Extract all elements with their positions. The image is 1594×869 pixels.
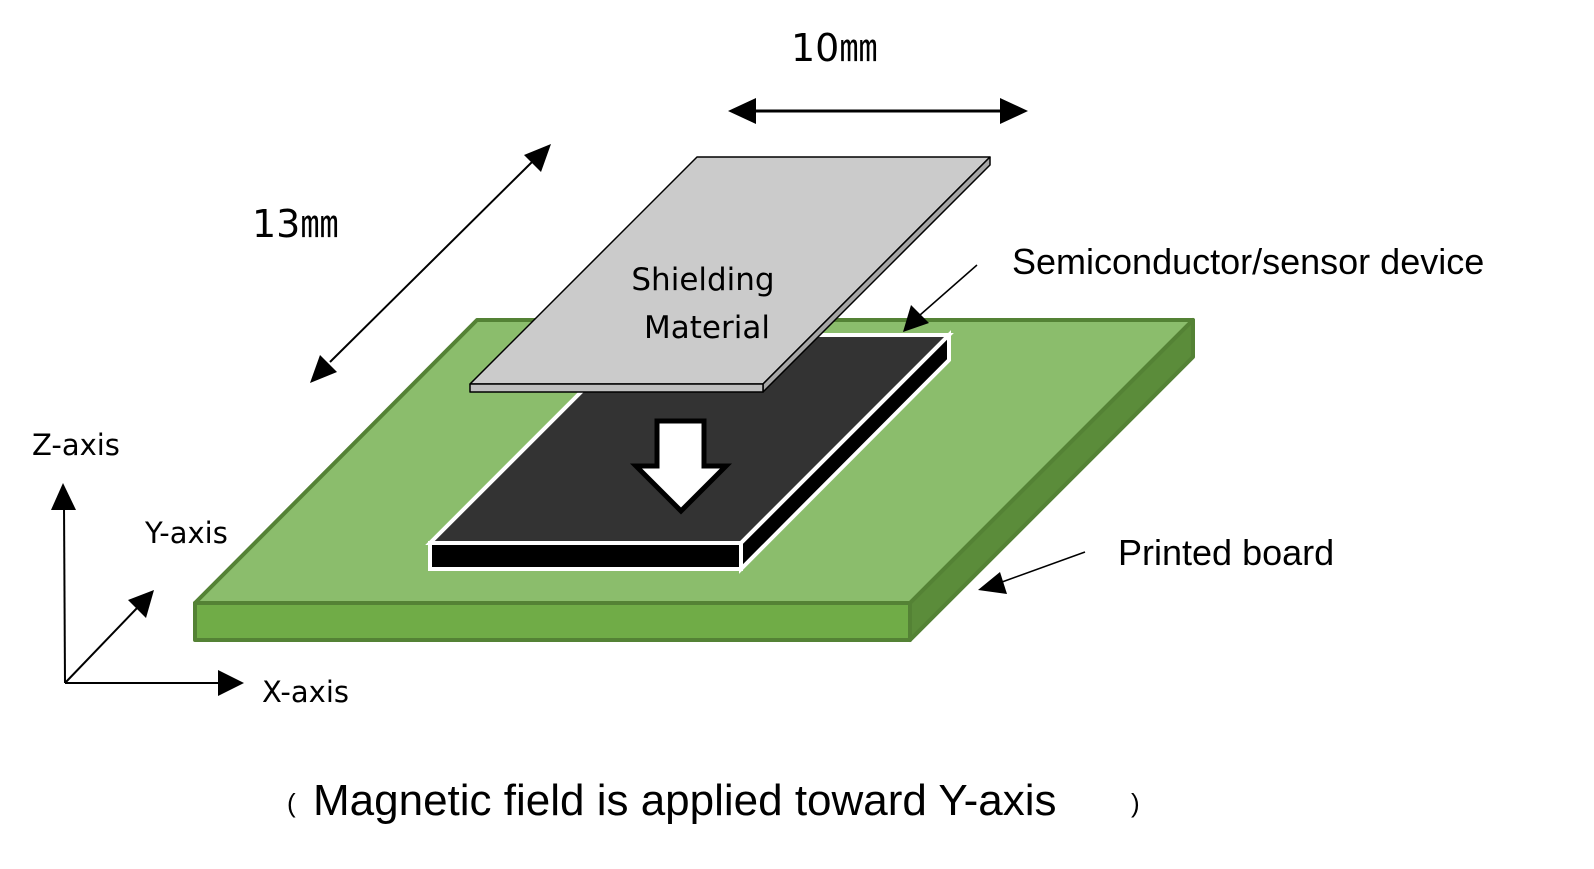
caption-open-paren: ( bbox=[287, 788, 296, 818]
down-arrow-icon bbox=[629, 418, 733, 515]
printed-board-label: Printed board bbox=[1118, 532, 1334, 573]
shield-front-face bbox=[469, 383, 764, 393]
sensor-device-callout: Semiconductor/sensor device bbox=[903, 241, 1484, 332]
axes-legend: Z-axis Y-axis X-axis bbox=[32, 428, 349, 709]
arrowhead-right bbox=[1000, 98, 1028, 124]
caption: ( Magnetic field is applied toward Y-axi… bbox=[287, 776, 1140, 825]
width-dimension: 10㎜ bbox=[728, 26, 1028, 124]
device-front-face bbox=[428, 541, 743, 571]
caption-close-paren: ) bbox=[1131, 788, 1140, 818]
arrowhead bbox=[903, 305, 929, 332]
arrowhead bbox=[978, 572, 1007, 594]
sensor-device-label: Semiconductor/sensor device bbox=[1012, 241, 1484, 282]
arrowhead-left bbox=[728, 98, 756, 124]
leader-line bbox=[1001, 551, 1086, 583]
sensor-device bbox=[425, 330, 954, 574]
board-front-face bbox=[193, 601, 912, 642]
axis-arrow-icon bbox=[51, 483, 76, 510]
x-axis-label: X-axis bbox=[262, 675, 349, 709]
caption-text: Magnetic field is applied toward Y-axis bbox=[313, 776, 1057, 825]
axis-arrow-icon bbox=[128, 590, 154, 618]
z-axis-line bbox=[63, 504, 66, 684]
leader-line bbox=[919, 264, 978, 316]
y-axis-line bbox=[64, 606, 139, 684]
shielding-label-line2: Material bbox=[644, 310, 770, 346]
double-headed-arrow-icon bbox=[329, 161, 533, 363]
depth-label: 13㎜ bbox=[252, 202, 338, 246]
y-axis-label: Y-axis bbox=[144, 516, 228, 550]
axis-arrow-icon bbox=[218, 670, 244, 696]
width-label: 10㎜ bbox=[791, 26, 877, 70]
z-axis-label: Z-axis bbox=[32, 428, 120, 462]
printed-board-callout: Printed board bbox=[978, 532, 1334, 594]
depth-dimension: 13㎜ bbox=[252, 144, 551, 383]
arrowhead-up-right bbox=[524, 144, 551, 172]
arrowhead-down-left bbox=[310, 355, 337, 383]
shielding-material: Shielding Material bbox=[469, 156, 991, 393]
shielding-label-line1: Shielding bbox=[631, 262, 774, 298]
